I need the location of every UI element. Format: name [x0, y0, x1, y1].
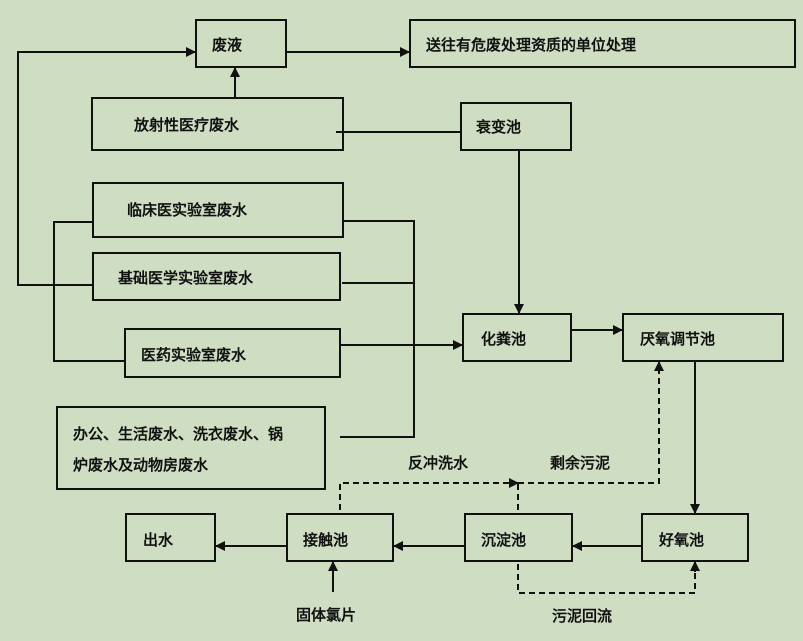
edge-sludge-return	[517, 564, 696, 594]
node-aerobic-tank: 好氧池	[641, 513, 749, 562]
svg-text:送往有危废处理资质的单位处理: 送往有危废处理资质的单位处理	[425, 36, 636, 54]
svg-text:废液: 废液	[212, 36, 243, 54]
node-sedimentation-tank: 沉淀池	[464, 513, 573, 562]
node-office-domestic: 办公、生活废水、洗衣废水、锅 炉废水及动物房废水	[56, 406, 326, 490]
node-decay-tank: 衰变池	[460, 102, 572, 151]
svg-text:临床医实验室废水: 临床医实验室废水	[127, 201, 248, 219]
label-backwash: 反冲洗水	[408, 454, 469, 472]
svg-text:办公、生活废水、洗衣废水、锅: 办公、生活废水、洗衣废水、锅	[73, 425, 283, 443]
svg-text:厌氧调节池: 厌氧调节池	[640, 330, 715, 348]
label-excess-sludge: 剩余污泥	[550, 454, 610, 472]
svg-text:化粪池: 化粪池	[481, 330, 526, 348]
svg-text:炉废水及动物房废水: 炉废水及动物房废水	[73, 456, 209, 474]
svg-text:放射性医疗废水: 放射性医疗废水	[133, 116, 240, 134]
label-chlorine-tablets: 固体氯片	[296, 606, 356, 624]
edge-backwash	[339, 482, 518, 510]
node-effluent: 出水	[125, 513, 216, 562]
node-basic-lab: 基础医学实验室废水	[92, 252, 341, 301]
dashed-connectors	[339, 361, 700, 594]
node-septic-tank: 化粪池	[462, 313, 572, 362]
edge-excess-sludge	[518, 368, 660, 484]
node-contact-tank: 接触池	[286, 513, 394, 562]
svg-text:衰变池: 衰变池	[475, 118, 521, 136]
node-waste-liquid: 废液	[195, 19, 287, 68]
svg-text:基础医学实验室废水: 基础医学实验室废水	[117, 269, 254, 287]
node-anaerobic-tank: 厌氧调节池	[622, 313, 784, 362]
edge-clinical-to-pharma	[53, 221, 125, 362]
label-sludge-return: 污泥回流	[552, 607, 612, 625]
node-clinical-lab: 临床医实验室废水	[92, 182, 344, 238]
node-qualified-unit: 送往有危废处理资质的单位处理	[409, 19, 796, 68]
svg-text:出水: 出水	[143, 531, 174, 549]
node-radioactive: 放射性医疗废水	[91, 97, 344, 151]
svg-text:沉淀池: 沉淀池	[481, 531, 526, 549]
edge-basic-to-waste-liquid	[17, 47, 196, 286]
svg-text:接触池: 接触池	[303, 531, 348, 549]
node-pharma-lab: 医药实验室废水	[124, 328, 341, 378]
edge-right-collector	[340, 220, 415, 438]
connectors	[17, 47, 700, 592]
svg-text:医药实验室废水: 医药实验室废水	[141, 346, 247, 364]
svg-text:好氧池: 好氧池	[658, 531, 704, 549]
